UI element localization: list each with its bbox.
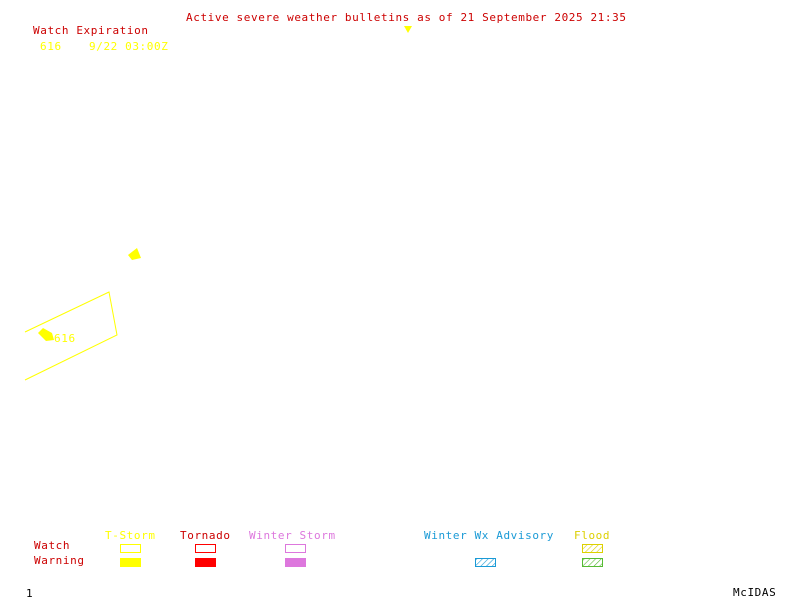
watch-616-polygon[interactable]: [24, 291, 118, 381]
legend-tstorm-warning-box: [120, 558, 141, 567]
legend-label-tstorm: T-Storm: [105, 529, 156, 542]
watch-entry-number[interactable]: 616: [40, 40, 62, 53]
product-label: McIDAS: [733, 586, 777, 599]
frame-number: 1: [26, 587, 34, 600]
legend-label-winterstorm: Winter Storm: [249, 529, 336, 542]
tstorm-warning-polygon-1[interactable]: [404, 26, 412, 33]
legend-flood-warning-box: [582, 558, 603, 567]
legend-label-flood: Flood: [574, 529, 611, 542]
watch-entry-expiration: 9/22 03:00Z: [89, 40, 169, 53]
legend-tstorm-watch-box: [120, 544, 141, 553]
legend-row-warning: Warning: [34, 554, 85, 567]
legend-winterstorm-watch-box: [285, 544, 306, 553]
legend-winterstorm-warning-box: [285, 558, 306, 567]
legend-winterwx-advisory-box: [475, 558, 496, 567]
tstorm-warning-polygon-3[interactable]: [38, 328, 54, 341]
legend-label-winterwx-advisory: Winter Wx Advisory: [424, 529, 555, 542]
tstorm-warning-polygon-2[interactable]: [128, 248, 141, 260]
legend-flood-watch-box: [582, 544, 603, 553]
legend-tornado-watch-box: [195, 544, 216, 553]
watch-616-map-label[interactable]: 616: [54, 332, 76, 345]
watch-expiration-heading: Watch Expiration: [33, 24, 149, 37]
legend-tornado-warning-box: [195, 558, 216, 567]
legend-row-watch: Watch: [34, 539, 71, 552]
page-title: Active severe weather bulletins as of 21…: [186, 11, 627, 24]
legend-label-tornado: Tornado: [180, 529, 231, 542]
